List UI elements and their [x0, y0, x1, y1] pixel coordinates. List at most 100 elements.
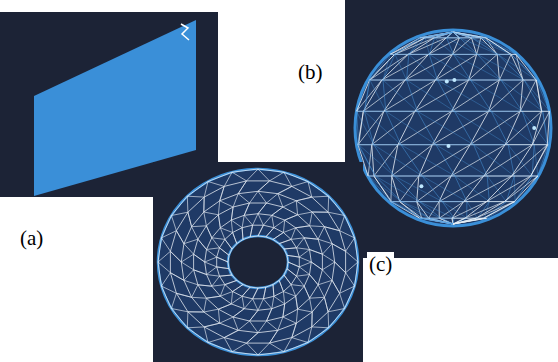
mesh-edge: [231, 220, 232, 232]
mesh-edge: [340, 216, 345, 231]
mesh-edge: [401, 145, 422, 176]
mesh-edge: [512, 145, 548, 176]
mesh-edge: [273, 285, 275, 297]
mesh-edge: [220, 239, 225, 247]
mesh-edge: [207, 250, 217, 258]
mesh-edge: [291, 228, 296, 240]
mesh-edge: [250, 310, 259, 321]
mesh-edge: [429, 54, 470, 80]
mesh-edge: [453, 32, 486, 38]
mesh-edge: [370, 80, 386, 111]
mesh-edge: [198, 285, 207, 298]
mesh-edge: [299, 267, 309, 275]
mesh-edge: [208, 182, 224, 187]
mesh-edge: [454, 111, 508, 144]
mesh-edge: [335, 262, 346, 273]
mesh-edge: [476, 202, 505, 219]
mesh-edge: [204, 298, 207, 312]
mesh-edge: [232, 275, 237, 280]
sphere-mesh: [355, 30, 551, 226]
mesh-edge: [272, 304, 285, 309]
mesh-edge: [453, 218, 484, 224]
mesh-edge: [487, 176, 531, 202]
mesh-edge: [299, 257, 300, 267]
mesh-edge: [181, 254, 193, 262]
mesh-edge: [436, 144, 474, 145]
mesh-edge: [258, 181, 270, 191]
mesh-edge: [283, 292, 295, 297]
mesh-edge: [304, 286, 309, 298]
mesh-edge: [429, 54, 453, 55]
mesh-edge: [220, 296, 231, 304]
mesh-edge: [218, 215, 220, 228]
mesh-edge: [244, 215, 252, 225]
mesh-edge: [425, 32, 453, 38]
mesh-edge: [258, 169, 284, 172]
mesh-edge: [272, 215, 274, 227]
mesh-edge: [439, 202, 463, 219]
mesh-edge: [432, 111, 488, 144]
mesh-edge: [508, 145, 514, 176]
mesh-edge: [266, 285, 273, 288]
mesh-edge: [232, 172, 246, 181]
mesh-edge: [258, 169, 270, 181]
mesh-edge: [247, 169, 259, 181]
mesh-edge: [395, 38, 420, 55]
mesh-edge: [395, 54, 409, 55]
mesh-edge: [390, 38, 420, 55]
mesh-edge: [273, 233, 283, 240]
mesh-edge: [447, 38, 478, 55]
mesh-edge: [238, 191, 258, 193]
mesh-edge: [220, 220, 231, 228]
mesh-edge: [232, 169, 258, 172]
mesh-edge: [312, 212, 328, 213]
mesh-edge: [283, 309, 298, 317]
mesh-edge: [453, 32, 486, 38]
mesh-edge: [391, 202, 423, 219]
mesh-edge: [417, 111, 473, 144]
mesh-edge: [454, 54, 471, 80]
panel-b: [345, 0, 558, 258]
mesh-edge: [345, 251, 346, 272]
mesh-edge: [287, 262, 288, 269]
mesh-edge: [532, 111, 549, 144]
mesh-edge: [318, 239, 322, 254]
mesh-edge: [474, 144, 509, 145]
mesh-edge: [291, 285, 304, 287]
mesh-edge: [170, 251, 181, 262]
mesh-edge: [250, 321, 267, 322]
mesh-edge: [263, 287, 265, 299]
mesh-edge: [279, 239, 291, 243]
mesh-edge: [158, 262, 170, 273]
panel-label: (c): [367, 252, 394, 277]
mesh-edge: [439, 202, 440, 219]
mesh-edge: [322, 254, 323, 270]
mesh-edge: [454, 111, 473, 144]
mesh-edge: [422, 218, 453, 224]
mesh-edge: [184, 227, 192, 244]
mesh-edge: [425, 32, 453, 38]
mesh-edge: [184, 280, 192, 297]
mesh-edge: [243, 285, 250, 288]
mesh-edge: [328, 196, 330, 212]
mesh-edge: [310, 250, 323, 255]
mesh-edge: [516, 54, 523, 80]
mesh-edge: [407, 80, 418, 111]
mesh-edge: [498, 54, 512, 55]
mesh-edge: [471, 80, 523, 111]
mesh-edge: [346, 251, 358, 262]
mesh-edge: [232, 343, 246, 352]
mesh-edge: [329, 309, 345, 328]
mesh-edge: [532, 144, 547, 145]
mesh-edge: [238, 330, 258, 332]
mesh-edge: [375, 176, 394, 177]
mesh-edge: [472, 38, 512, 55]
mesh-edge: [283, 304, 285, 317]
mesh-edge: [452, 202, 487, 219]
mesh-edge: [258, 352, 284, 355]
mesh-edge: [270, 181, 292, 187]
mesh-edge: [296, 296, 298, 309]
mesh-edge: [253, 288, 258, 299]
mesh-edge: [340, 293, 345, 308]
mesh-edge: [398, 111, 452, 144]
